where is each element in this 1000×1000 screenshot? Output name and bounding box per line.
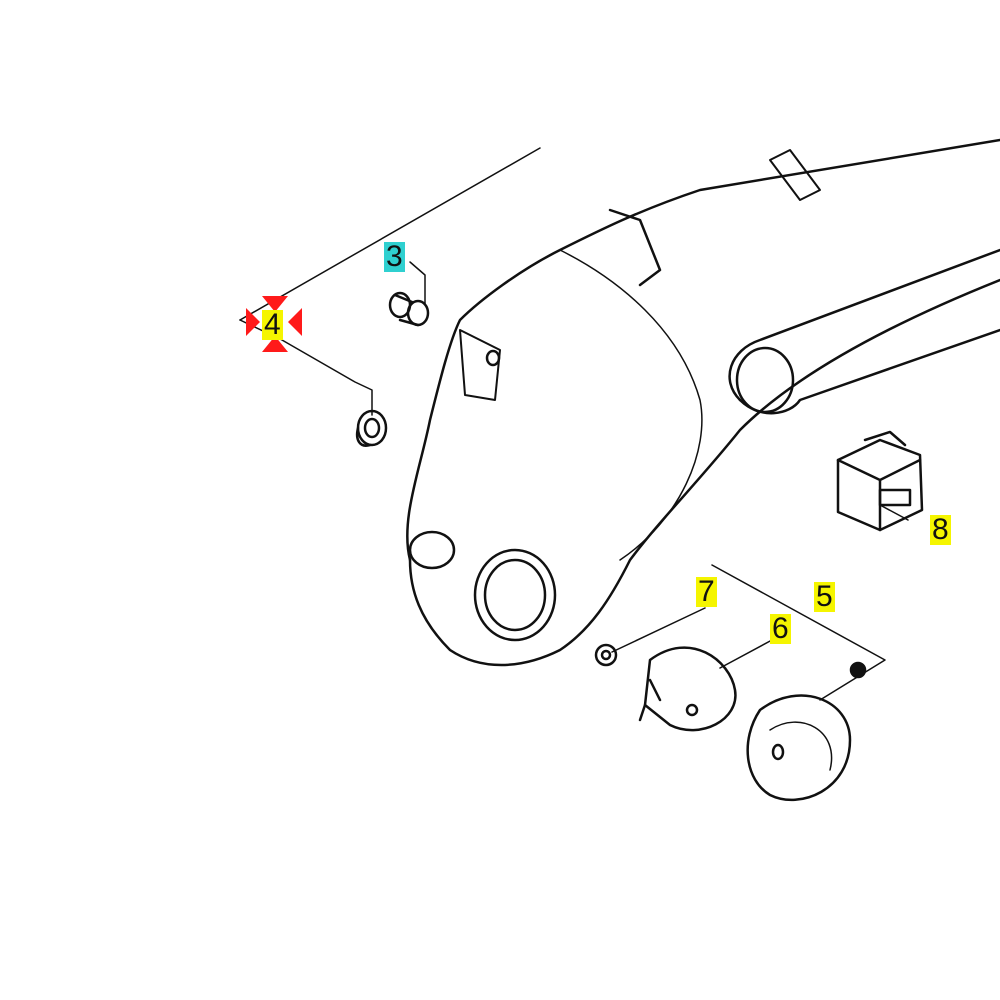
callout-8[interactable]: 8 — [930, 513, 951, 546]
callout-5[interactable]: 5 — [814, 580, 835, 613]
kit-marker-dot — [849, 661, 867, 679]
callout-6[interactable]: 6 — [770, 612, 791, 645]
cap-part-6 — [638, 646, 737, 732]
callout-4[interactable]: 4 — [262, 308, 283, 341]
leader-lines — [239, 147, 909, 701]
clip-part-8 — [836, 430, 924, 532]
bushing-part-3 — [388, 291, 430, 327]
selection-marker — [246, 296, 302, 352]
engine-cover-outline — [406, 138, 1000, 667]
callout-7[interactable]: 7 — [696, 575, 717, 608]
nut-part-7 — [594, 643, 618, 667]
callout-3[interactable]: 3 — [384, 240, 405, 273]
bushing-part-4 — [355, 409, 388, 447]
cover-part-5 — [746, 694, 852, 802]
